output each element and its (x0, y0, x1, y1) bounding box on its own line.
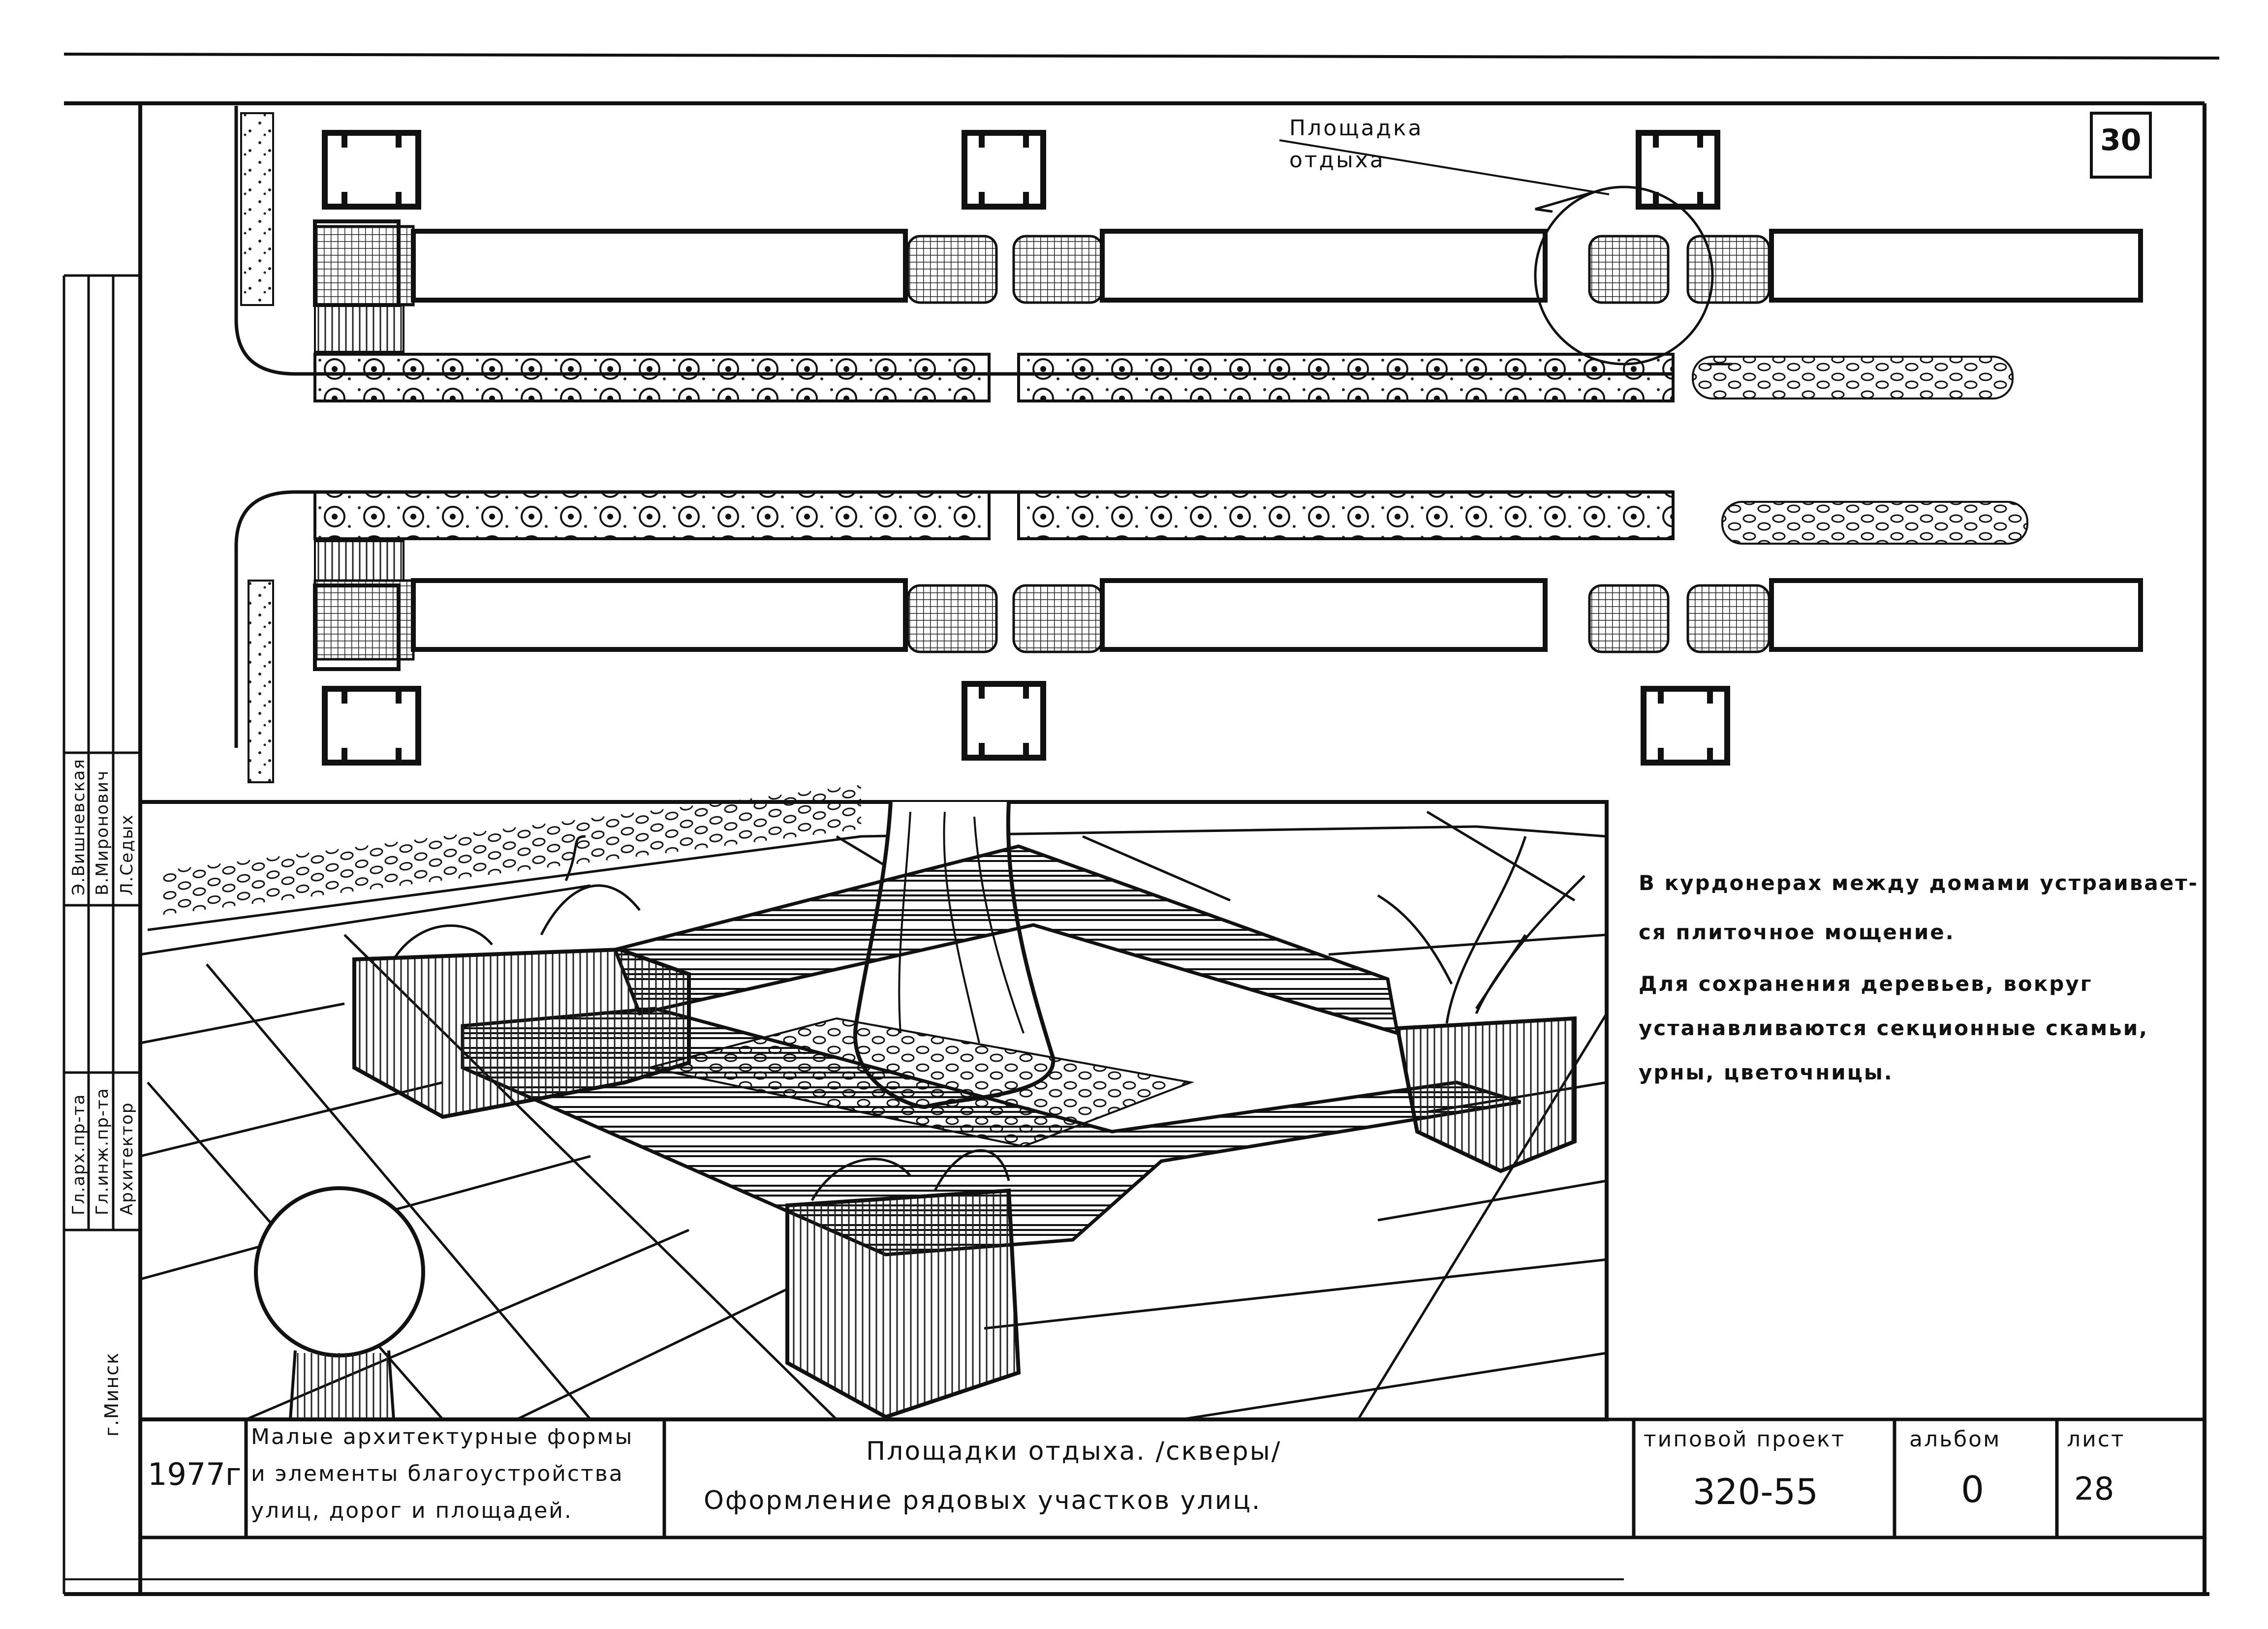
note-line-4: устанавливаются секционные скамьи, (1639, 1016, 2149, 1040)
stamp-role-1: Гл.арх.пр-та (69, 1093, 89, 1215)
note-line-1: В курдонерах между домами устраивает- (1639, 871, 2199, 895)
stamp-name-3: Л.Седых (117, 814, 137, 895)
title-block-grid (138, 1417, 2206, 1539)
title-block-year: 1977г. (148, 1456, 251, 1492)
street-plan (234, 106, 2143, 783)
stamp-name-1: Э.Вишневская (69, 758, 89, 895)
stamp-role-2: Гл.инж.пр-та (93, 1087, 112, 1215)
plan-label-line2: отдыха (1289, 148, 1385, 173)
album-label: альбом (1909, 1427, 2001, 1452)
project-number: 320-55 (1693, 1471, 1819, 1512)
album-value: 0 (1961, 1469, 1985, 1511)
plan-label-line1: Площадка (1289, 116, 1424, 141)
note-line-2: ся плиточное мощение. (1639, 920, 1955, 944)
note-line-3: Для сохранения деревьев, вокруг (1639, 972, 2093, 996)
stamp-name-2: В.Миронович (93, 769, 112, 895)
sheet-title-line-1: Площадки отдыха. /скверы/ (866, 1437, 1282, 1466)
corner-number-box (2090, 112, 2152, 179)
sheet-label: лист (2067, 1427, 2125, 1452)
stamp-role-3: Архитектор (117, 1102, 137, 1215)
series-line-1: Малые архитектурные формы (251, 1424, 634, 1449)
corner-sheet-number: 30 (2100, 123, 2142, 157)
series-line-2: и элементы благоустройства (251, 1461, 624, 1486)
note-line-5: урны, цветочницы. (1639, 1060, 1894, 1084)
perspective-illustration (138, 785, 1609, 1421)
side-stamp-grid (62, 274, 140, 1594)
stamp-city: г.Минск (101, 1352, 123, 1437)
project-label: типовой проект (1644, 1427, 1846, 1452)
series-line-3: улиц, дорог и площадей. (251, 1498, 573, 1523)
sheet-title-line-2: Оформление рядовых участков улиц. (704, 1486, 1262, 1515)
sheet-value: 28 (2074, 1471, 2114, 1507)
